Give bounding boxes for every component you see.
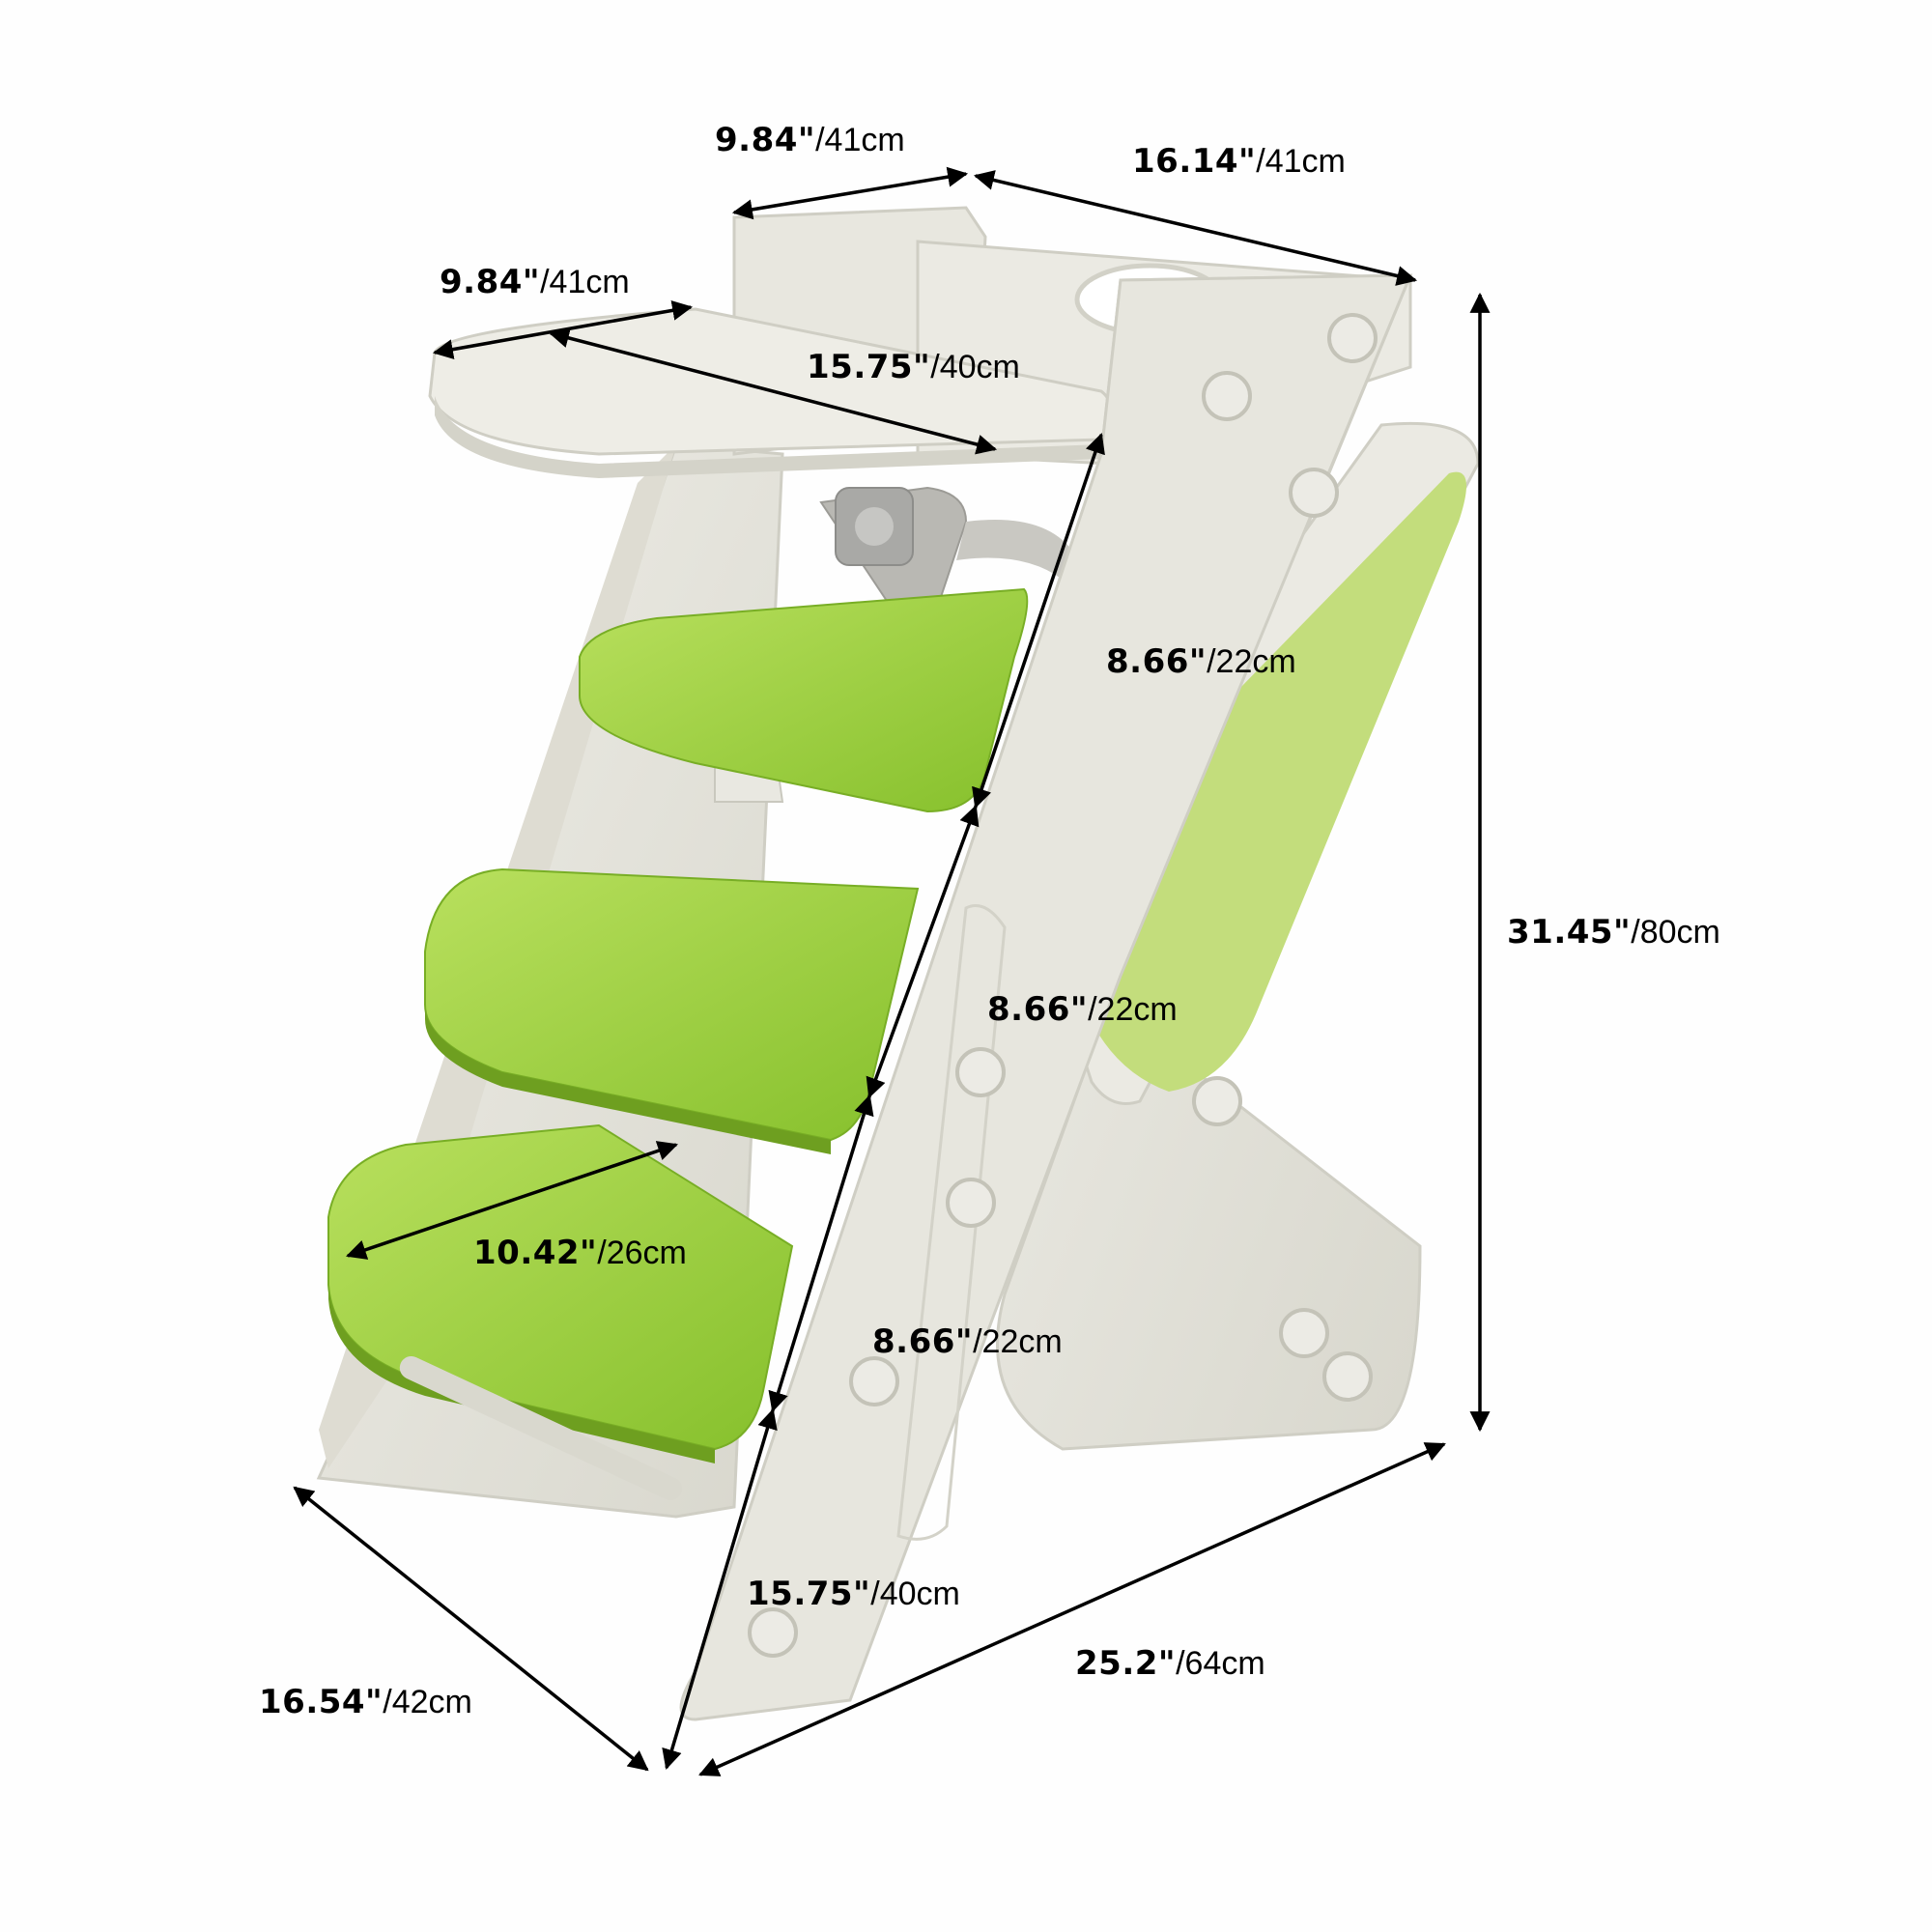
dimension-label-step-gap-middle: 8.66"/22cm (987, 990, 1178, 1029)
dimension-label-base-depth: 25.2"/64cm (1075, 1644, 1265, 1683)
dimension-label-tray-width-left: 9.84"/41cm (440, 263, 630, 301)
dimension-label-total-height: 31.45"/80cm (1507, 913, 1720, 952)
dimension-label-step-depth: 10.42"/26cm (473, 1234, 687, 1272)
dimension-label-base-side-length: 15.75"/40cm (747, 1575, 960, 1613)
dimension-label-step-gap-lower: 8.66"/22cm (872, 1322, 1063, 1361)
dimension-label-tray-length: 15.75"/40cm (807, 348, 1020, 386)
dimension-arrows (293, 166, 1491, 1776)
dimension-label-tray-depth: 9.84"/41cm (715, 121, 905, 159)
dimension-label-base-width: 16.54"/42cm (259, 1683, 472, 1721)
base-rail (399, 1355, 683, 1501)
dimension-label-backrest-width: 16.14"/41cm (1132, 142, 1346, 181)
dimension-label-step-gap-upper: 8.66"/22cm (1106, 642, 1296, 681)
